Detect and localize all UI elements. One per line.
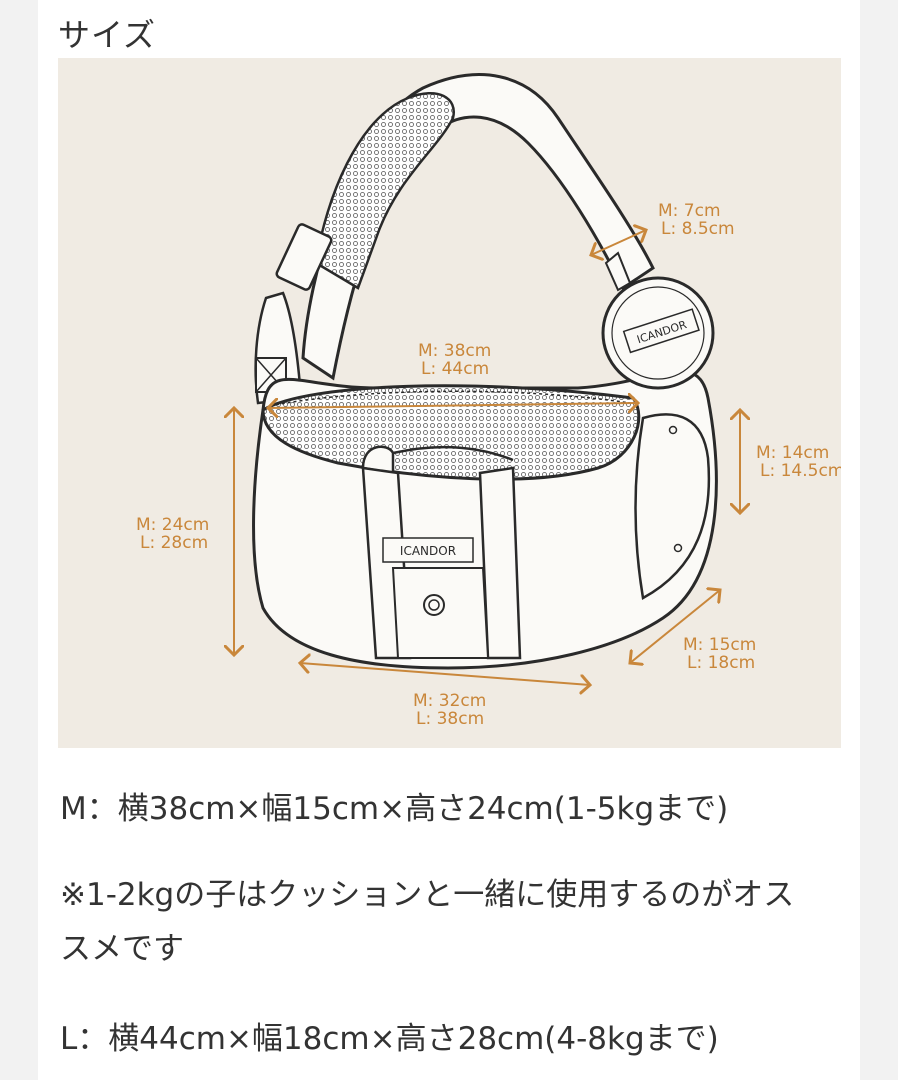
width-label-l: L: 44cm	[421, 359, 489, 379]
depth-label-m: M: 15cm	[683, 635, 756, 655]
strap-pad	[314, 92, 456, 290]
width-label-m: M: 38cm	[418, 341, 491, 361]
pocket-label-m: M: 14cm	[756, 443, 829, 463]
content-card: サイズ	[38, 0, 860, 1080]
strap-label-l: L: 8.5cm	[661, 219, 735, 239]
depth-arrow	[630, 590, 720, 663]
bottom-label-m: M: 32cm	[413, 691, 486, 711]
height-label-l: L: 28cm	[140, 533, 208, 553]
strap-arrow	[591, 230, 646, 255]
note-text: ※1-2kgの子はクッションと一緒に使用するのがオススメです	[60, 877, 795, 967]
strap-label-m: M: 7cm	[658, 201, 721, 221]
depth-label-l: L: 18cm	[687, 653, 755, 673]
bag-illustration: ICANDOR ICANDOR M: 7cm L: 8.5cm	[136, 73, 841, 729]
size-l-text: L：横44cm×幅18cm×高さ28cm(4-8kgまで)	[60, 1021, 719, 1057]
side-pocket	[634, 413, 711, 600]
size-diagram: ICANDOR ICANDOR M: 7cm L: 8.5cm	[58, 58, 841, 748]
bottom-label-l: L: 38cm	[416, 709, 484, 729]
size-m-text: M：横38cm×幅15cm×高さ24cm(1-5kgまで)	[60, 791, 729, 827]
front-brand: ICANDOR	[400, 544, 456, 558]
width-arrow	[268, 403, 638, 408]
pocket-label-l: L: 14.5cm	[760, 461, 841, 481]
bottom-arrow	[300, 663, 590, 685]
buckle	[275, 223, 333, 291]
front-button	[423, 594, 445, 616]
section-title: サイズ	[58, 16, 157, 54]
height-label-m: M: 24cm	[136, 515, 209, 535]
